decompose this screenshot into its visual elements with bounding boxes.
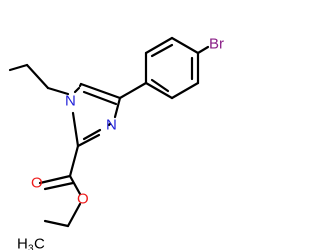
bond <box>43 181 75 191</box>
bond <box>25 63 50 90</box>
methyl-subscript: 3 <box>28 244 34 250</box>
bond <box>78 82 83 88</box>
bond <box>71 111 80 148</box>
bromine-label: Br <box>209 36 224 53</box>
ethyl-group <box>8 63 70 96</box>
bond <box>196 45 210 55</box>
bond <box>68 144 80 178</box>
bond <box>144 36 174 55</box>
bond <box>46 86 70 96</box>
bond <box>76 133 101 148</box>
bond <box>8 63 29 72</box>
nitrogen-label: N <box>65 93 76 110</box>
structure-diagram: Br N N O O H 3 C <box>8 36 224 250</box>
bond <box>118 81 148 100</box>
nitrogen-label: N <box>106 117 117 134</box>
carbonyl-oxygen-label: O <box>31 175 43 192</box>
bond <box>150 43 174 58</box>
bond <box>38 174 72 185</box>
methyl-h-label: H <box>17 236 28 250</box>
bond <box>79 82 122 100</box>
benzene-ring <box>118 36 210 100</box>
bond <box>107 122 112 127</box>
bond <box>150 78 170 93</box>
ester-group <box>38 144 82 228</box>
bond <box>82 128 102 141</box>
imidazole-ring <box>71 82 122 148</box>
bond <box>113 96 122 119</box>
methyl-c-label: C <box>34 236 45 250</box>
bond <box>82 90 118 106</box>
bond <box>68 174 82 196</box>
bond <box>170 81 200 100</box>
bond <box>170 36 200 55</box>
bond <box>43 219 70 228</box>
bond <box>144 81 174 100</box>
bond <box>73 86 81 94</box>
ester-oxygen-label: O <box>77 191 89 208</box>
bond <box>66 202 82 228</box>
